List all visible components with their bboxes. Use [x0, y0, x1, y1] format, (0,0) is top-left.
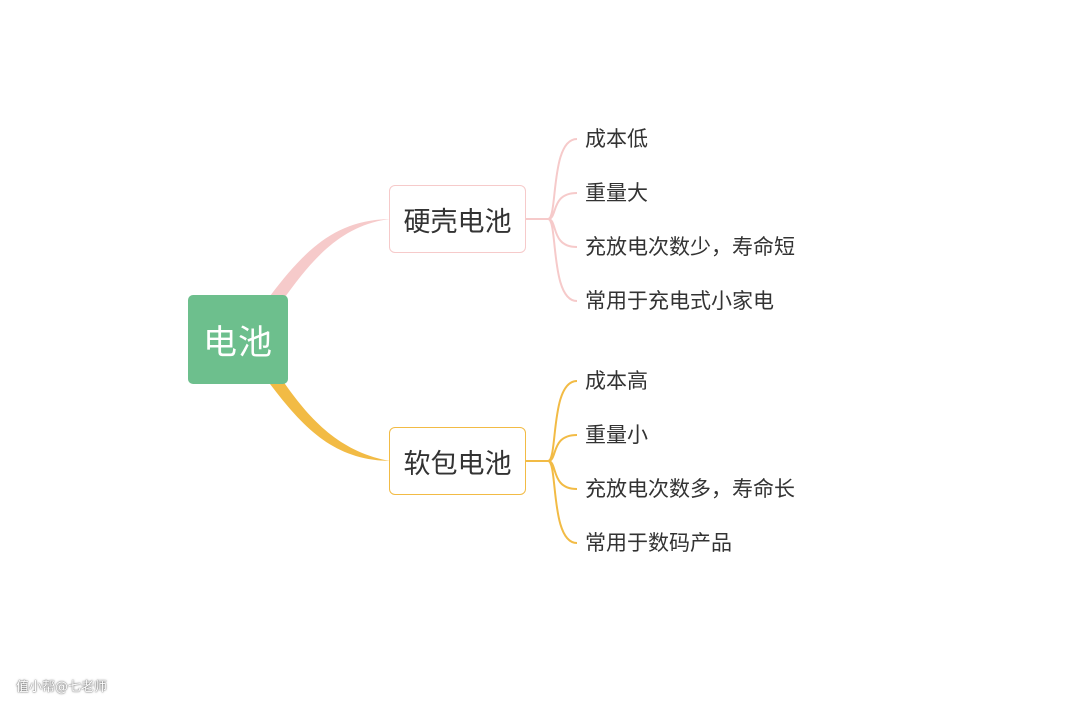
leaf-hard-shell-lifespan[interactable]: 充放电次数少，寿命短: [585, 235, 795, 259]
watermark: 值小帮@七老师: [16, 680, 108, 695]
branch-label: 软包电池: [403, 448, 512, 480]
root-to-branch-1-connector: [270, 219, 390, 300]
branch-node-hard-shell[interactable]: 硬壳电池: [389, 185, 526, 253]
branch-2-leaf-bracket: [526, 380, 578, 544]
leaf-soft-pack-weight[interactable]: 重量小: [585, 423, 648, 447]
leaf-hard-shell-cost[interactable]: 成本低: [585, 127, 648, 151]
leaf-soft-pack-usage[interactable]: 常用于数码产品: [585, 531, 732, 555]
leaf-soft-pack-lifespan[interactable]: 充放电次数多，寿命长: [585, 477, 795, 501]
leaf-hard-shell-usage[interactable]: 常用于充电式小家电: [585, 289, 774, 313]
leaf-hard-shell-weight[interactable]: 重量大: [585, 181, 648, 205]
branch-node-soft-pack[interactable]: 软包电池: [389, 427, 526, 495]
branch-1-leaf-bracket: [526, 138, 578, 302]
branch-label: 硬壳电池: [403, 206, 512, 238]
root-node[interactable]: 电池: [188, 295, 288, 384]
root-to-branch-2-connector: [270, 381, 390, 461]
leaf-soft-pack-cost[interactable]: 成本高: [585, 369, 648, 393]
root-label: 电池: [203, 323, 273, 363]
